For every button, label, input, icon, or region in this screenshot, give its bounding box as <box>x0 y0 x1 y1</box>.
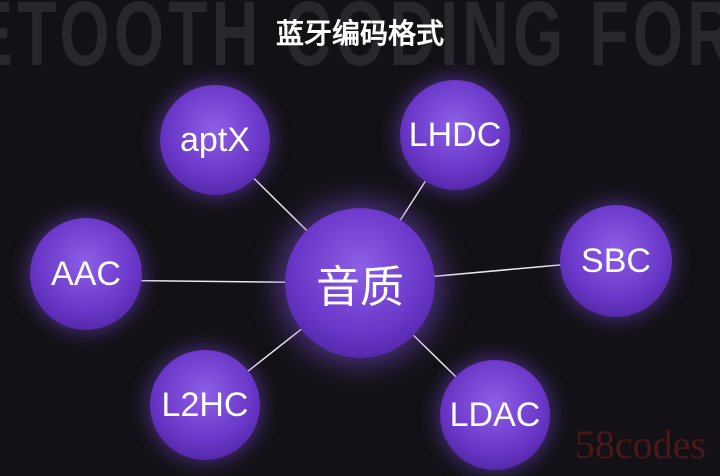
page-title: 蓝牙编码格式 <box>275 17 444 50</box>
node-ldac: LDAC <box>440 360 550 470</box>
node-aac: AAC <box>30 218 142 330</box>
background-text: ETOOTH CODING FOR <box>0 0 720 85</box>
node-l2hc: L2HC <box>150 350 260 460</box>
node-sbc: SBC <box>560 205 672 317</box>
watermark: 58codes <box>574 422 706 467</box>
node-aptx: aptX <box>160 85 270 195</box>
node-center-sound-quality: 音质 <box>285 208 435 358</box>
node-lhdc: LHDC <box>400 80 510 190</box>
